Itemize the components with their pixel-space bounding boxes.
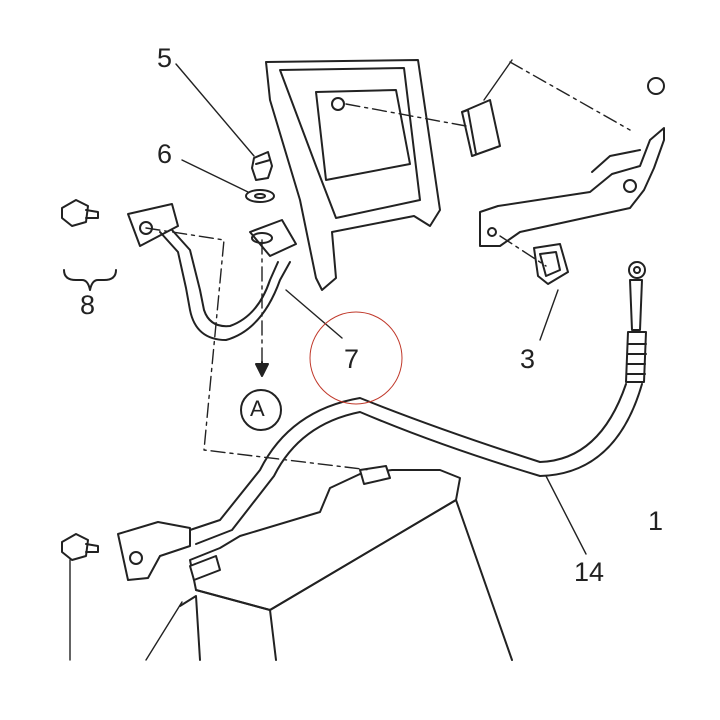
battery-cable-14: [189, 261, 647, 545]
bolt-5: [251, 151, 273, 181]
rubber-pad: [461, 99, 501, 157]
callout-6: 6: [157, 139, 173, 169]
brace-8: [63, 269, 117, 291]
mount-bracket: [479, 77, 665, 247]
bolt-8-upper: [61, 199, 99, 227]
callout-5: 5: [157, 43, 173, 73]
callout-7: 7: [344, 344, 360, 374]
arrow-to-a: [255, 361, 269, 377]
battery: [179, 465, 513, 661]
reference-a-label: A: [250, 396, 265, 421]
highlight-circle-7: [309, 311, 403, 405]
washer-6: [245, 189, 275, 203]
clip-nut: [533, 243, 569, 285]
callout-8: 8: [80, 290, 96, 320]
ground-cable-7: [127, 203, 297, 341]
lower-terminal: [117, 521, 191, 581]
frame-bracket: [265, 59, 441, 291]
callout-3: 3: [520, 344, 536, 374]
dashed-lines: [145, 61, 631, 471]
leader-lines: [69, 59, 587, 661]
bolt-lower: [61, 533, 99, 561]
callout-1: 1: [648, 506, 664, 536]
callout-14: 14: [574, 557, 605, 587]
reference-a-circle: [240, 389, 282, 431]
